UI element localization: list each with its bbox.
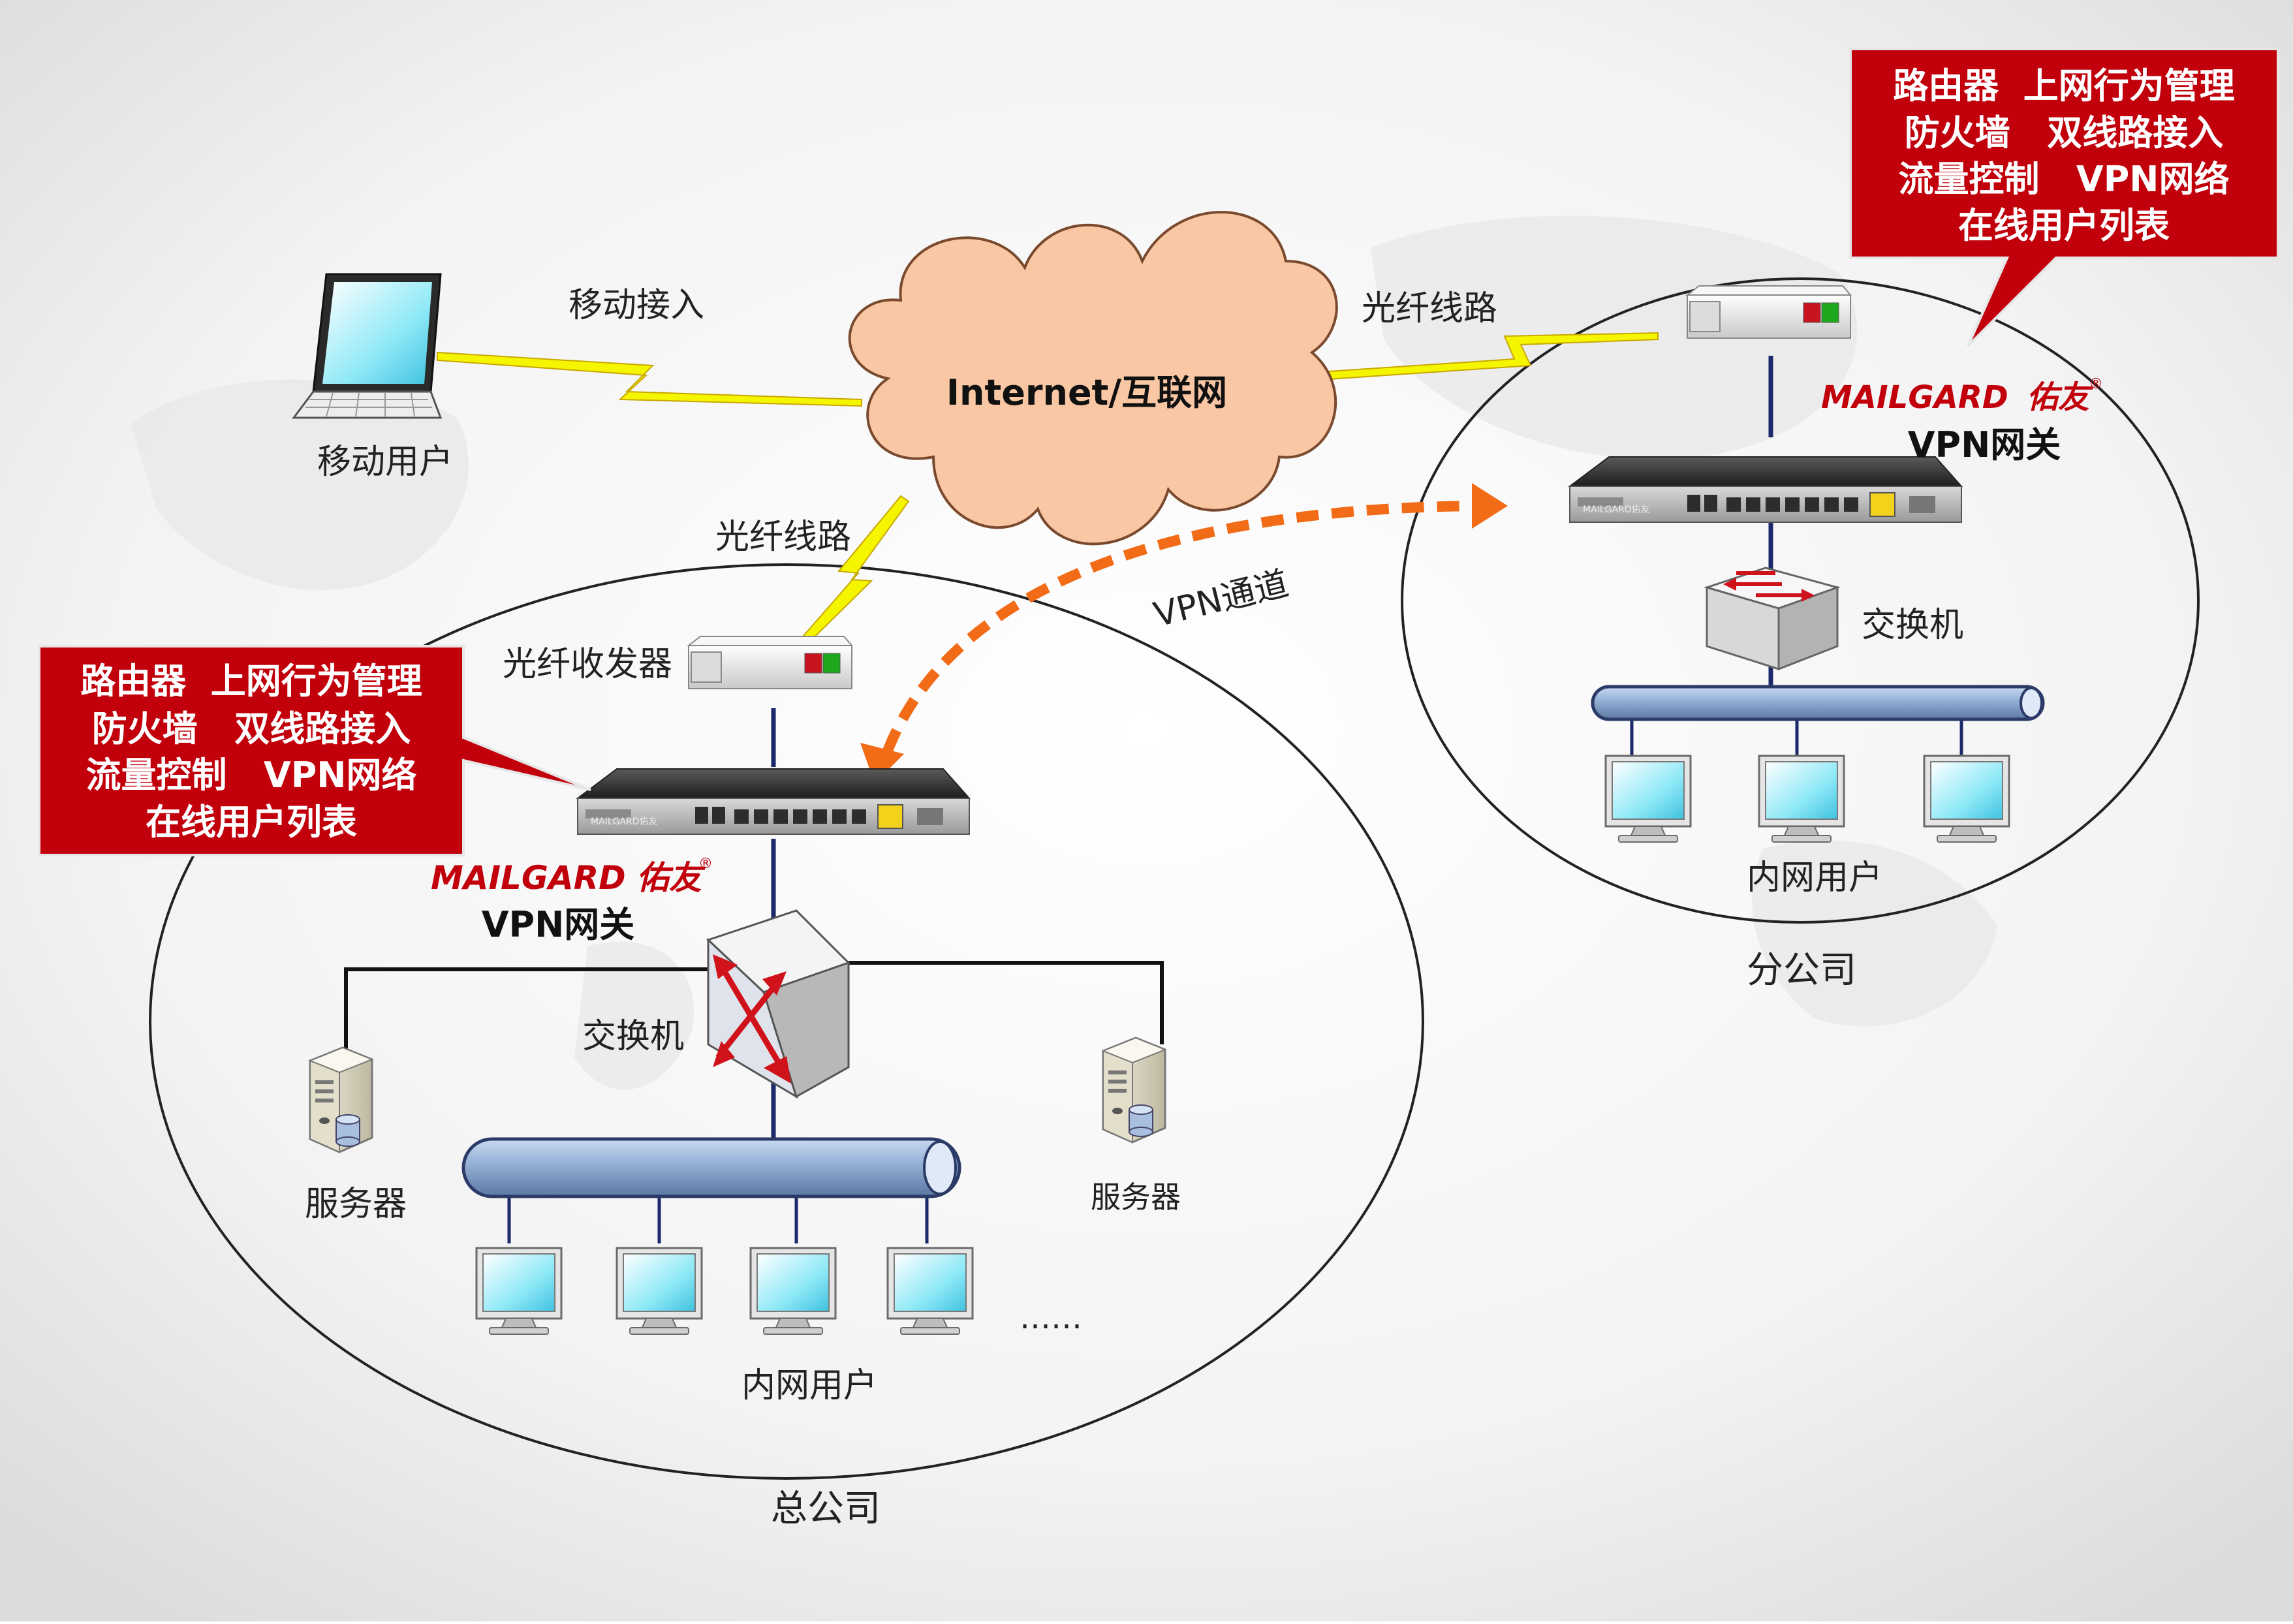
hq-brand-reg: ® <box>698 856 713 872</box>
laptop-icon <box>292 273 443 419</box>
hq-switch-icon <box>706 909 850 1099</box>
hq-gateway-label: VPN网关 <box>482 904 635 945</box>
branch-switch-label: 交换机 <box>1862 606 1963 645</box>
hq-feature-line: 路由器 上网行为管理 <box>80 661 422 702</box>
mobile-access-label: 移动接入 <box>569 286 704 325</box>
hq-brand-name: MAILGARD <box>431 859 626 897</box>
hq-brand-logo: MAILGARD 佑友 ® <box>431 856 713 897</box>
hq-feature-line: 防火墙 双线路接入 <box>92 708 411 749</box>
branch-feature-line: 路由器 上网行为管理 <box>1893 65 2235 106</box>
branch-fiber-transceiver-icon <box>1687 285 1851 339</box>
server-right-icon <box>1102 1037 1166 1144</box>
server-links <box>344 961 1164 1061</box>
hq-fiber-label: 光纤线路 <box>715 518 851 557</box>
hq-features-callout: 路由器 上网行为管理 防火墙 双线路接入 流量控制 VPN网络 在线用户列表 <box>38 645 591 856</box>
fiber-transceiver-label: 光纤收发器 <box>503 645 672 684</box>
server-left-label: 服务器 <box>305 1185 407 1224</box>
hq-more-ellipsis: …… <box>1020 1300 1082 1336</box>
branch-brand-logo: MAILGARD 佑友 ® <box>1821 376 2103 416</box>
branch-features-callout: 路由器 上网行为管理 防火墙 双线路接入 流量控制 VPN网络 在线用户列表 <box>1849 48 2279 347</box>
server-right-label: 服务器 <box>1091 1179 1181 1215</box>
hq-label: 总公司 <box>771 1488 881 1530</box>
branch-intranet-label: 内网用户 <box>1747 858 1882 898</box>
branch-label: 分公司 <box>1747 949 1856 992</box>
hq-gateway-brand-small: MAILGARD佑友 <box>591 817 658 827</box>
internet-cloud: Internet/互联网 <box>848 211 1338 546</box>
hq-fiber-transceiver-icon <box>688 636 852 689</box>
branch-brand-name: MAILGARD <box>1821 379 2008 416</box>
hq-boundary <box>149 563 1424 1480</box>
network-links <box>771 356 1773 1139</box>
branch-intranet-bus <box>1591 685 2045 721</box>
branch-switch-icon <box>1703 567 1841 671</box>
hq-switch-label: 交换机 <box>582 1017 684 1056</box>
branch-brand-reg: ® <box>2089 376 2103 392</box>
branch-feature-line: 防火墙 双线路接入 <box>1905 112 2223 153</box>
intranet-drops <box>507 717 1963 1243</box>
hq-intranet-label: 内网用户 <box>741 1366 877 1405</box>
branch-gateway-brand-small: MAILGARD佑友 <box>1583 505 1650 515</box>
branch-fiber-label: 光纤线路 <box>1362 289 1497 328</box>
hq-intranet-bus <box>461 1137 961 1198</box>
hq-feature-line: 在线用户列表 <box>146 802 357 843</box>
branch-boundary <box>1401 277 2200 924</box>
hq-brand-cn: 佑友 <box>636 859 706 897</box>
branch-feature-line: 在线用户列表 <box>1958 205 2170 246</box>
server-left-icon <box>309 1046 373 1153</box>
branch-feature-line: 流量控制 VPN网络 <box>1899 159 2230 200</box>
branch-brand-cn: 佑友 <box>2027 379 2093 416</box>
mobile-user-label: 移动用户 <box>317 443 453 482</box>
mobile-lightning <box>437 351 862 407</box>
branch-lightning <box>1318 332 1659 381</box>
branch-gateway-label: VPN网关 <box>1908 424 2061 465</box>
cloud-label: Internet/互联网 <box>946 372 1227 413</box>
hq-feature-line: 流量控制 VPN网络 <box>86 755 417 796</box>
